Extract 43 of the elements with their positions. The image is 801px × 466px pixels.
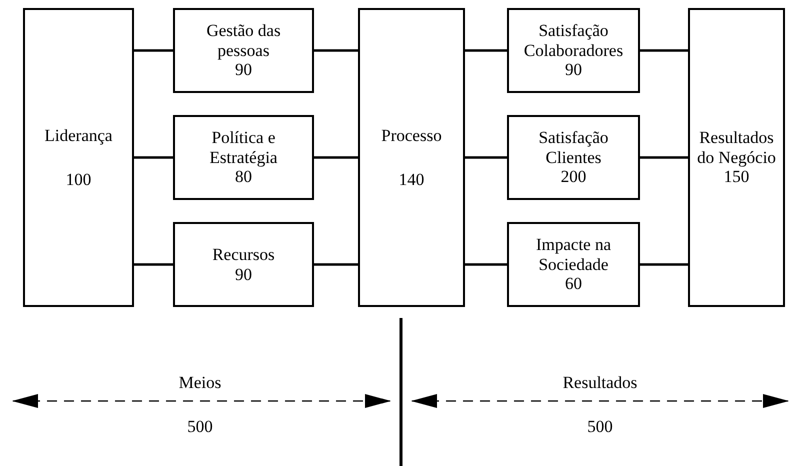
process-box — [173, 115, 314, 200]
box-title: Resultados do Negócio — [696, 128, 777, 168]
box-value: 200 — [560, 167, 586, 187]
process-box — [358, 8, 465, 307]
box-value: 60 — [565, 274, 582, 294]
process-box — [507, 222, 640, 307]
connector-line — [314, 49, 358, 52]
box-title: Recursos — [212, 244, 275, 264]
box-value: 90 — [235, 60, 252, 80]
box-title: Gestão das pessoas — [205, 21, 282, 60]
box-title: Política e Estratégia — [208, 128, 278, 168]
connector-line — [314, 156, 358, 159]
box-value: 150 — [724, 167, 750, 187]
box-title: Impacte na Sociedade — [534, 235, 612, 274]
box-title: Satisfação Colaboradores — [522, 21, 624, 60]
connector-line — [640, 49, 688, 52]
box-title: Liderança — [44, 126, 112, 146]
box-value: 100 — [66, 170, 92, 190]
connector-line — [640, 263, 688, 266]
process-box — [173, 222, 314, 307]
process-box — [23, 8, 134, 307]
process-box — [507, 115, 640, 200]
connector-line — [465, 263, 507, 266]
box-title: Processo — [381, 126, 442, 146]
process-box — [173, 8, 314, 93]
section-label: Resultados — [562, 372, 638, 394]
connector-line — [465, 156, 507, 159]
process-box — [688, 8, 785, 307]
connector-line — [314, 263, 358, 266]
connector-line — [134, 49, 173, 52]
connector-line — [134, 263, 173, 266]
box-value: 140 — [398, 170, 424, 190]
box-title: Satisfação Clientes — [538, 128, 610, 168]
connector-line — [465, 49, 507, 52]
box-value: 90 — [565, 60, 582, 80]
dimension-value: 500 — [586, 416, 614, 438]
box-value: 90 — [235, 264, 252, 284]
connector-line — [640, 156, 688, 159]
section-label: Meios — [178, 372, 222, 394]
connector-line — [134, 156, 173, 159]
dimension-value: 500 — [186, 416, 214, 438]
box-value: 80 — [235, 167, 252, 187]
process-box — [507, 8, 640, 93]
